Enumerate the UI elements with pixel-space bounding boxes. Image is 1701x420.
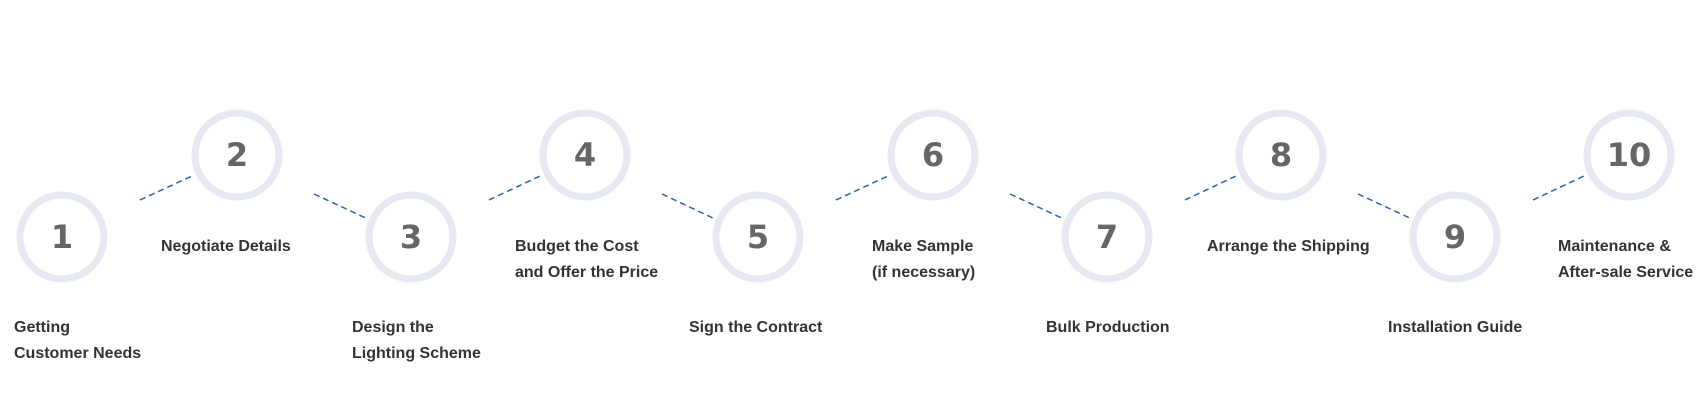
step-label: Arrange the Shipping [1207,234,1370,260]
step-label-line: Customer Needs [14,345,142,362]
step-number: 7 [1095,218,1119,256]
step-label-line: (if necessary) [872,264,976,281]
step-label-line: Arrange the Shipping [1207,238,1370,255]
step-circle [1409,191,1501,283]
step-label-line: Installation Guide [1388,319,1523,336]
step-circle [539,109,631,201]
step-label: Negotiate Details [161,234,291,260]
step-number: 3 [399,218,423,256]
step-label-line: Negotiate Details [161,238,291,255]
step-circle [1061,191,1153,283]
connector-line [661,193,716,220]
connector-line [835,175,889,201]
step-label-line: Budget the Cost [515,238,639,255]
step-label-line: Getting [14,319,70,336]
step-number: 2 [225,136,249,174]
step-number: 4 [573,136,597,174]
connector-line [139,175,193,201]
step-number: 10 [1606,136,1652,174]
step-circle [191,109,283,201]
step-circle [887,109,979,201]
step-circle [1235,109,1327,201]
step-circle [712,191,804,283]
step-label-line: Sign the Contract [689,319,823,336]
step-label: Maintenance & After-sale Service [1558,234,1693,286]
step-number: 5 [746,218,770,256]
step-circle [16,191,108,283]
step-label-line: After-sale Service [1558,264,1694,281]
connector-line [313,193,369,220]
connector-line [1184,175,1237,201]
step-number: 8 [1269,136,1293,174]
step-number: 9 [1443,218,1467,256]
step-number: 1 [50,218,74,256]
connector-line [1532,175,1585,201]
step-label: Budget the Cost and Offer the Price [515,234,658,286]
step-label-line: Bulk Production [1046,319,1170,336]
step-circle [1583,109,1675,201]
step-label-line: and Offer the Price [515,264,659,281]
step-number: 6 [921,136,945,174]
step-label: Sign the Contract [689,315,822,341]
step-circle [365,191,457,283]
step-label: Make Sample (if necessary) [872,234,975,286]
step-label-line: Make Sample [872,238,974,255]
step-label-line: Lighting Scheme [352,345,481,362]
step-label: Bulk Production [1046,315,1170,341]
step-label: Installation Guide [1388,315,1522,341]
connector-line [1009,193,1065,220]
connector-line [488,175,541,201]
connector-line [1357,193,1413,220]
step-label-line: Design the [352,319,434,336]
step-label-line: Maintenance & [1558,238,1671,255]
